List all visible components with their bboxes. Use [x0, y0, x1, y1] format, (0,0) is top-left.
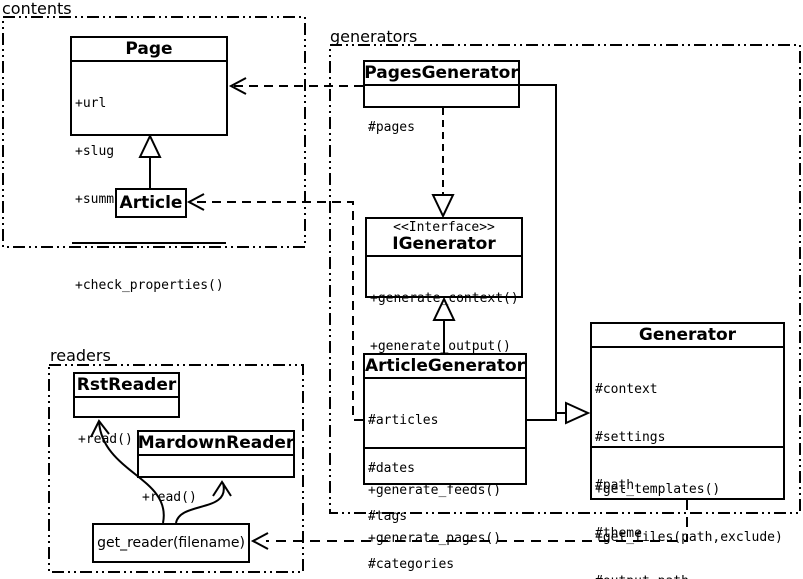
- attribute: #path: [595, 478, 635, 493]
- attribute: #dates: [368, 461, 415, 476]
- attribute: #output_path: [595, 574, 781, 579]
- inheritance-triangle-page: [138, 133, 162, 158]
- open-arrowhead-getreader: [250, 532, 269, 550]
- dependency-line-generator-getreader: [266, 500, 688, 542]
- inheritance-triangle-igenerator: [432, 296, 456, 321]
- attribute: #articles: [368, 413, 439, 428]
- package-label-generators: generators: [330, 27, 418, 46]
- class-attributes-pagesgenerator: #pages: [365, 84, 518, 170]
- attribute: #context: [595, 382, 658, 397]
- realization-triangle-igenerator: [431, 194, 455, 219]
- inheritance-triangle-generator: [565, 401, 591, 425]
- method: +generate_output(): [370, 339, 511, 354]
- class-title-generator: Generator: [638, 325, 737, 345]
- class-methods-page: +check_properties(): [72, 242, 226, 328]
- class-title-rstreader: RstReader: [76, 375, 177, 395]
- stereotype-interface: <<Interface>>: [393, 220, 495, 235]
- class-box-igenerator: <<Interface>> IGenerator +generate_conte…: [365, 217, 523, 354]
- attribute: #categories: [368, 557, 455, 572]
- class-box-articlegenerator: ArticleGenerator #articles #dates #tags …: [363, 353, 527, 572]
- class-box-generator: Generator #context #settings #path #them…: [590, 322, 785, 579]
- attribute: #theme: [595, 526, 642, 541]
- class-methods-generator: +get_templates() +get_files(path,exclude…: [592, 446, 783, 579]
- package-border-generators: [329, 44, 801, 514]
- open-arrowhead-rstreader: [90, 419, 110, 438]
- attribute: +url: [75, 96, 107, 111]
- method: +get_templates(): [595, 482, 721, 497]
- class-title-article: Article: [119, 193, 183, 213]
- package-label-contents: contents: [2, 0, 72, 18]
- attribute: #tags: [368, 509, 408, 524]
- class-attributes-generator: #context #settings #path #theme #output_…: [592, 346, 783, 579]
- class-title-mardownreader: MardownReader: [137, 433, 295, 453]
- class-name-igenerator: IGenerator: [392, 234, 496, 254]
- package-label-readers: readers: [50, 346, 111, 365]
- class-methods-igenerator: +generate_context() +generate_output(): [367, 255, 521, 389]
- method: +read(): [142, 490, 197, 505]
- class-attributes-articlegenerator: #articles #dates #tags #categories: [365, 377, 525, 572]
- inheritance-line-articlegenerator-generator: [527, 412, 557, 421]
- class-box-pagesgenerator: PagesGenerator #pages: [363, 60, 520, 135]
- arrow-curve-getreader-rstreader: [98, 421, 165, 524]
- open-arrowhead-mardownreader: [212, 480, 232, 497]
- method: +generate_context(): [370, 291, 519, 306]
- class-box-page: Page +url +slug +summary +check_properti…: [70, 36, 228, 293]
- method: +generate_feeds(): [368, 483, 502, 498]
- open-arrowhead-page: [228, 77, 247, 95]
- attribute: +slug: [75, 144, 115, 159]
- class-box-mardownreader: MardownReader +read(): [137, 430, 295, 505]
- attribute: #settings: [595, 430, 666, 445]
- attribute: #pages: [368, 120, 415, 135]
- class-title-articlegenerator: ArticleGenerator: [364, 356, 526, 376]
- method: +generate_pages(): [368, 531, 502, 546]
- class-box-article: Article: [115, 188, 187, 218]
- class-title-igenerator: <<Interface>> IGenerator: [367, 219, 521, 255]
- method: +check_properties(): [75, 278, 224, 293]
- class-methods-mardownreader: +read(): [139, 454, 293, 540]
- class-title-pagesgenerator: PagesGenerator: [364, 63, 519, 83]
- package-border-contents: [2, 16, 306, 248]
- class-methods-articlegenerator: +generate_feeds() +generate_pages(): [365, 447, 525, 579]
- inheritance-line-pagesgenerator-generator: [520, 84, 566, 414]
- method: +get_files(path,exclude): [595, 530, 783, 545]
- class-methods-rstreader: +read(): [75, 396, 178, 482]
- open-arrowhead-article: [186, 193, 205, 211]
- function-box-get-reader: get_reader(filename): [92, 523, 250, 563]
- function-label-get-reader: get_reader(filename): [97, 535, 245, 551]
- dependency-line-articlegenerator-article: [191, 201, 363, 421]
- class-title-page: Page: [125, 39, 173, 59]
- class-box-rstreader: RstReader +read(): [73, 372, 180, 447]
- method: +read(): [78, 432, 133, 447]
- arrow-curve-getreader-mardownreader: [175, 482, 225, 524]
- package-border-readers: [48, 364, 304, 573]
